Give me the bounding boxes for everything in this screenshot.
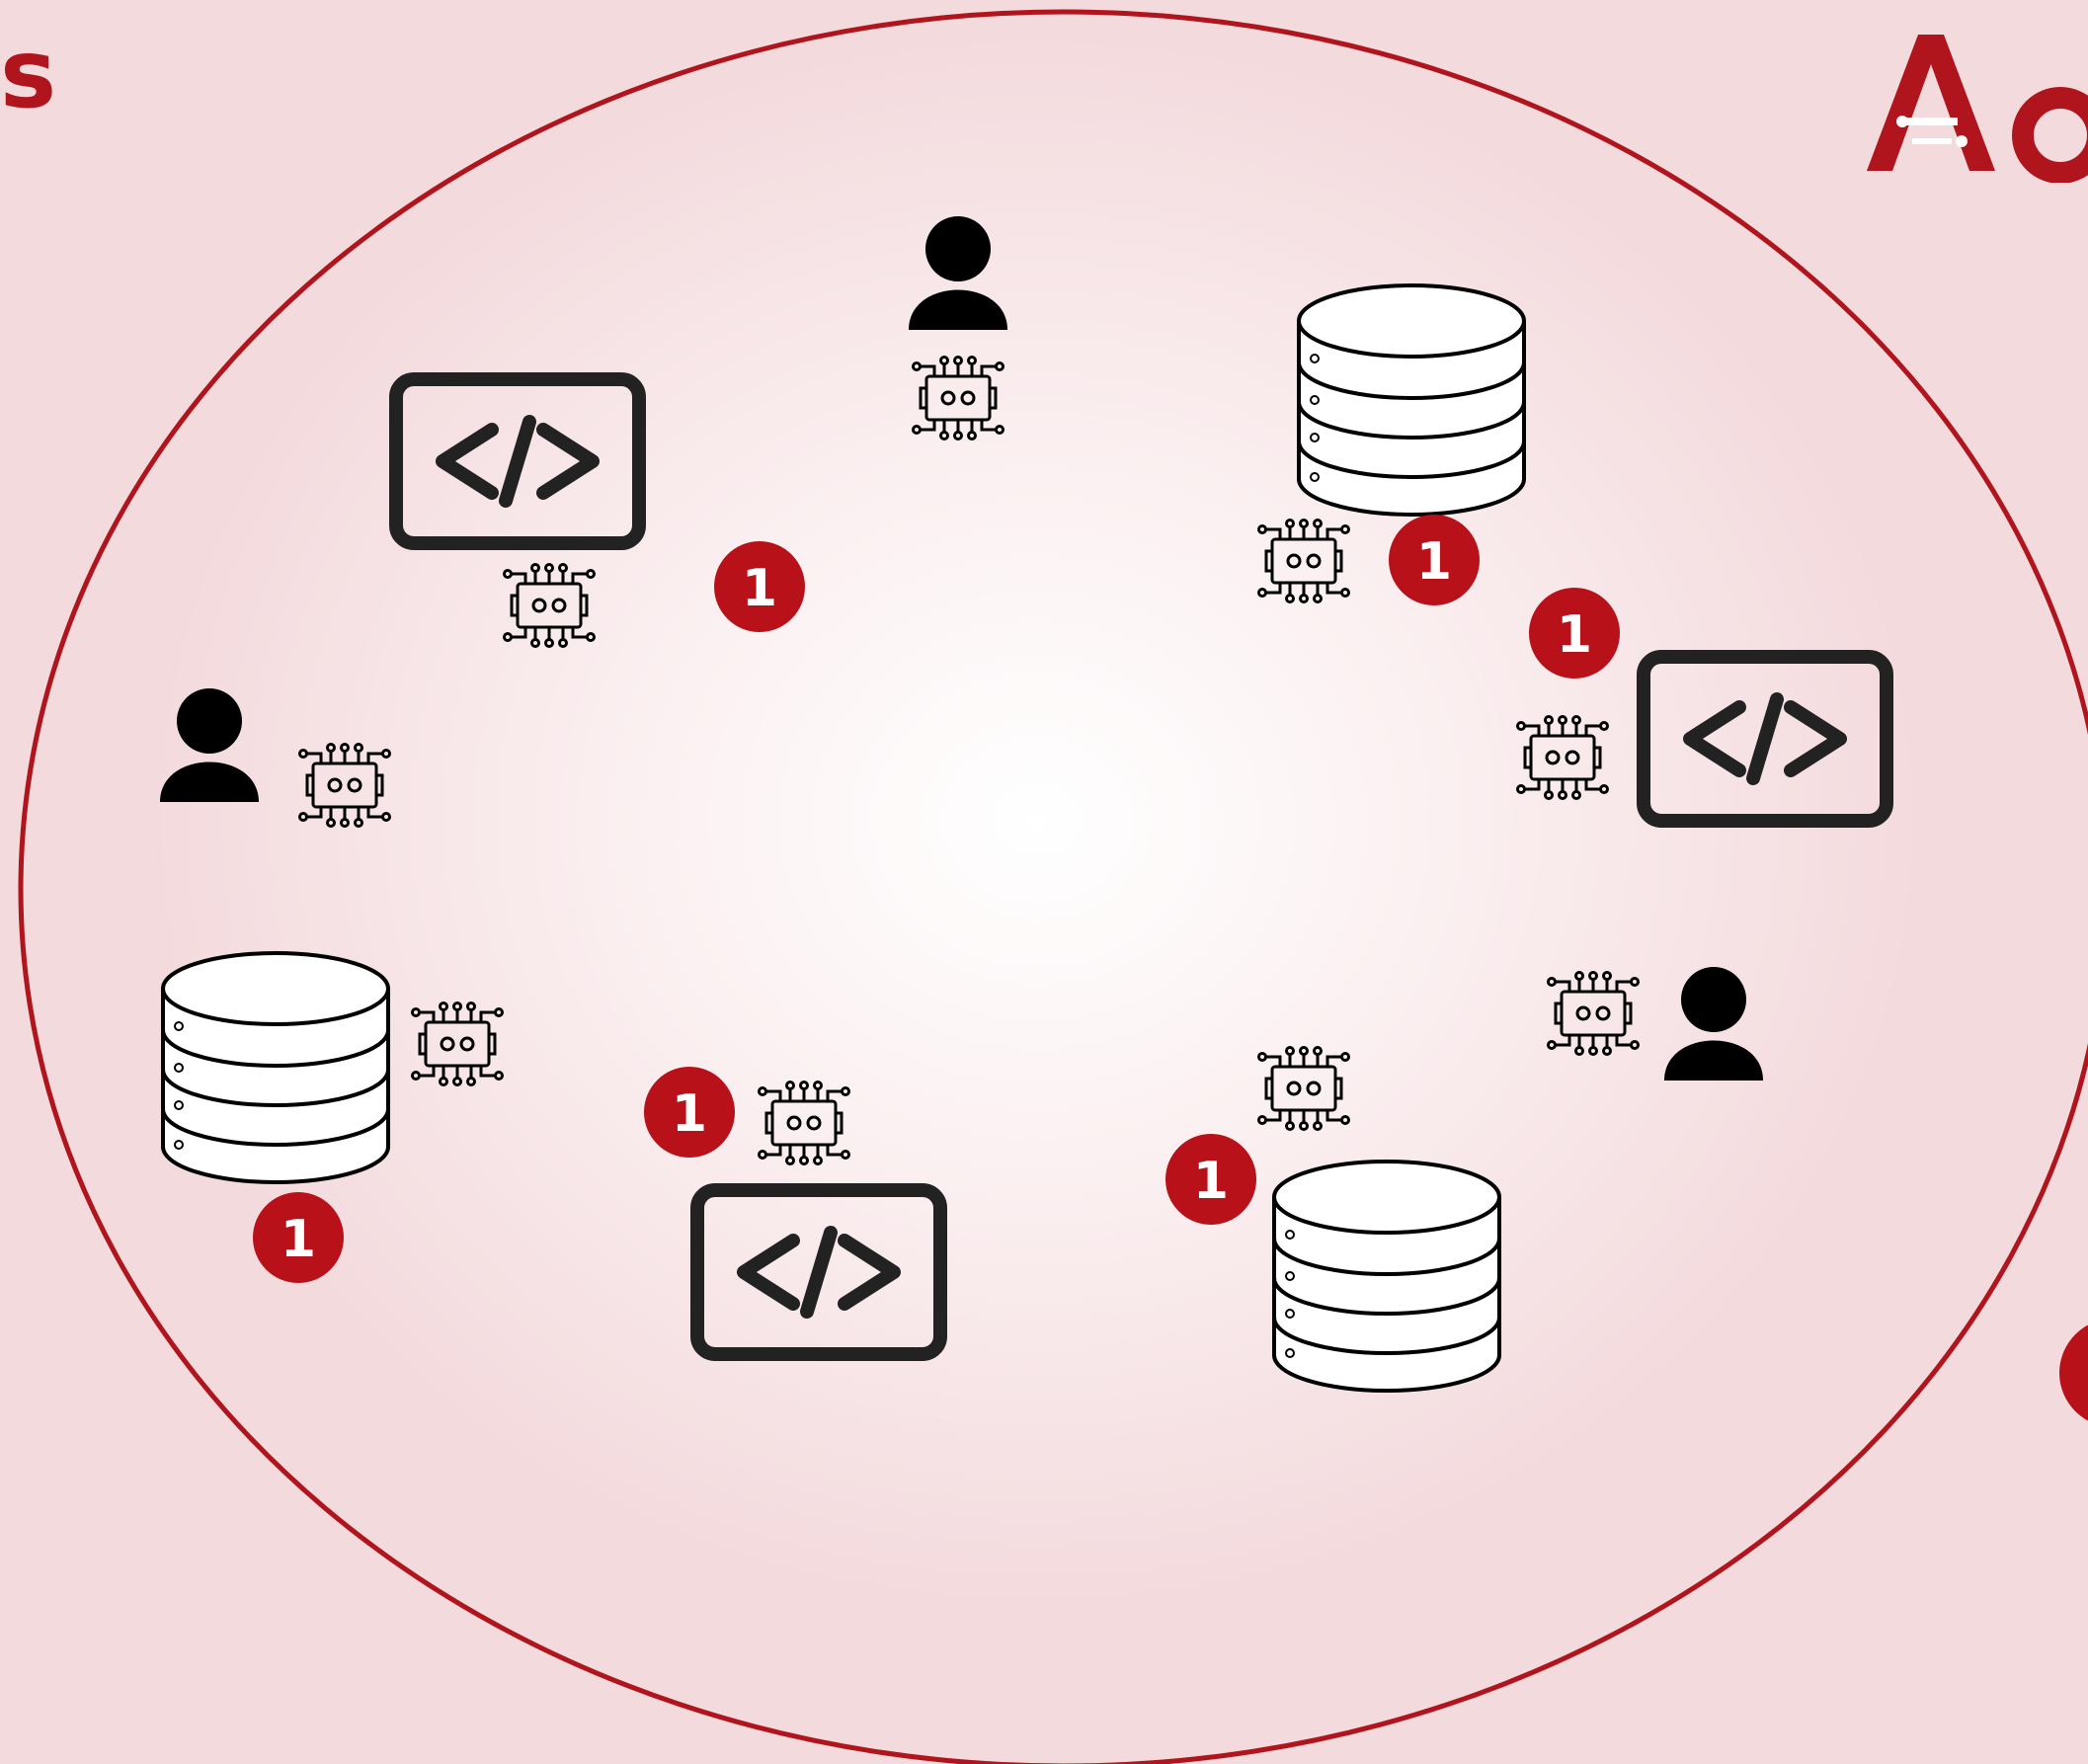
number-badge: 1 [1389, 515, 1480, 605]
robot-chip-icon [1257, 1046, 1350, 1131]
code-window-icon [396, 379, 639, 543]
person-icon [1664, 967, 1763, 1081]
robot-chip-icon [1547, 971, 1640, 1056]
badge-label: 1 [742, 559, 777, 618]
robot-chip-icon [503, 563, 596, 648]
boundary-ellipse [18, 9, 2088, 1764]
badge-label: 1 [672, 1084, 707, 1144]
badge-label: 1 [1557, 605, 1592, 665]
number-badge-partial [2059, 1324, 2088, 1421]
number-badge: 1 [644, 1067, 735, 1158]
robot-chip-icon [411, 1002, 504, 1086]
database-icon [1297, 283, 1526, 517]
robot-chip-icon [298, 743, 391, 828]
code-window-icon [697, 1190, 940, 1354]
number-badge: 1 [1165, 1134, 1256, 1225]
number-badge: 1 [253, 1192, 344, 1283]
database-icon [161, 951, 390, 1184]
database-icon [1272, 1160, 1501, 1393]
person-icon [160, 688, 259, 802]
robot-chip-icon [1516, 715, 1609, 800]
badge-label: 1 [1193, 1152, 1229, 1211]
title-fragment: s [0, 19, 58, 129]
number-badge: 1 [1529, 588, 1620, 679]
number-badge: 1 [714, 541, 805, 632]
aa-logo [1867, 35, 2088, 183]
badge-label: 1 [281, 1210, 316, 1269]
robot-chip-icon [912, 356, 1004, 441]
person-icon [909, 216, 1007, 330]
code-window-icon [1644, 657, 1887, 821]
robot-chip-icon [1257, 519, 1350, 603]
badge-label: 1 [1416, 532, 1452, 592]
robot-chip-icon [758, 1081, 850, 1165]
